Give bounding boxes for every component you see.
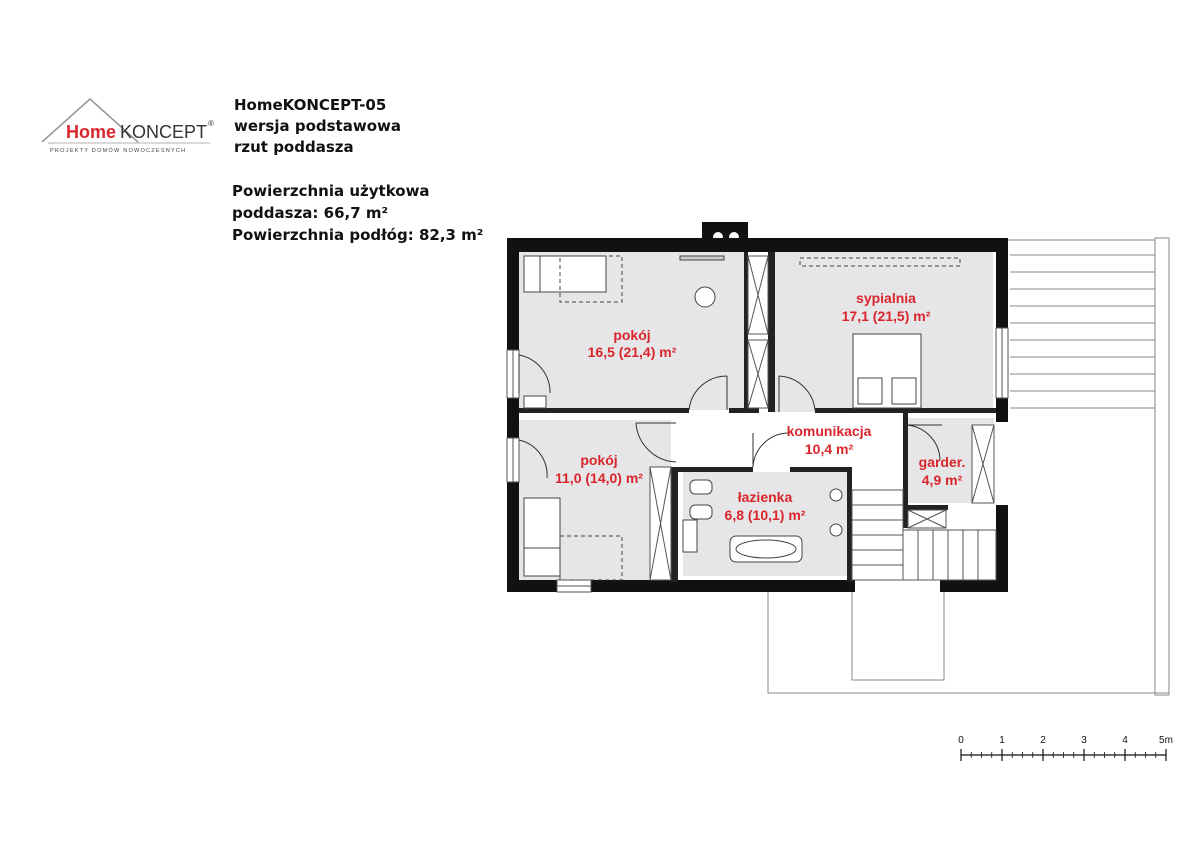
scale-bar-ticks: 0 1 2 3 4 5m — [958, 735, 1173, 761]
scale-label-2: 2 — [1040, 735, 1046, 746]
scale-label-4: 4 — [1122, 735, 1128, 746]
usable-area-label: Powierzchnia użytkowa — [232, 182, 430, 200]
room-label-lazienka-area: 6,8 (10,1) m² — [725, 507, 806, 523]
staircase — [851, 489, 997, 581]
room-labels: pokój 16,5 (21,4) m² sypialnia 17,1 (21,… — [555, 290, 965, 523]
scale-label-3: 3 — [1081, 735, 1087, 746]
interior-walls — [519, 252, 996, 582]
washbasin — [829, 488, 843, 502]
room-label-komunikacja-name: komunikacja — [787, 423, 872, 439]
logo-brand-home: Home — [66, 122, 116, 142]
chair-room1 — [694, 286, 716, 308]
bed-room1 — [523, 255, 607, 293]
bidet — [689, 504, 713, 520]
project-variant: wersja podstawowa — [234, 117, 401, 135]
room-label-lazienka-name: łazienka — [738, 489, 793, 505]
logo-tagline: PROJEKTY DOMÓW NOWOCZESNYCH — [50, 147, 186, 154]
room-label-sypialnia-area: 17,1 (21,5) m² — [842, 308, 931, 324]
plan-view-name: rzut poddasza — [234, 138, 354, 156]
room-label-pokoj-2-area: 11,0 (14,0) m² — [555, 470, 643, 486]
scale-label-5: 5m — [1159, 735, 1173, 746]
room-label-garderoba-name: garder. — [919, 454, 966, 470]
scale-bar: 0 1 2 3 4 5m — [958, 735, 1173, 761]
room-label-pokoj-1-area: 16,5 (21,4) m² — [588, 344, 677, 360]
door-swings — [518, 354, 942, 479]
room-label-garderoba-area: 4,9 m² — [922, 472, 963, 488]
usable-area-value: poddasza: 66,7 m² — [232, 204, 389, 222]
furniture — [523, 255, 961, 581]
project-name: HomeKONCEPT-05 — [234, 96, 387, 114]
room-label-pokoj-1-name: pokój — [613, 327, 650, 343]
logo-registered-mark: ® — [208, 119, 214, 128]
scale-label-1: 1 — [999, 735, 1005, 746]
exterior-walls — [507, 238, 1008, 592]
homekoncept-logo: Home KONCEPT ® PROJEKTY DOMÓW NOWOCZESNY… — [41, 97, 214, 154]
logo-roof-icon — [41, 97, 139, 143]
windows — [506, 327, 1009, 593]
toilet — [689, 479, 713, 495]
scale-label-0: 0 — [958, 735, 964, 746]
logo-brand-koncept: KONCEPT — [120, 122, 207, 142]
room-label-komunikacja-area: 10,4 m² — [805, 441, 854, 457]
bed-room2 — [523, 497, 561, 577]
wardrobes — [649, 255, 995, 581]
room-label-sypialnia-name: sypialnia — [856, 290, 916, 306]
roof-outline — [767, 237, 1170, 696]
room-label-pokoj-2-name: pokój — [580, 452, 617, 468]
floor-area-value: Powierzchnia podłóg: 82,3 m² — [232, 226, 484, 244]
sink — [682, 519, 698, 553]
